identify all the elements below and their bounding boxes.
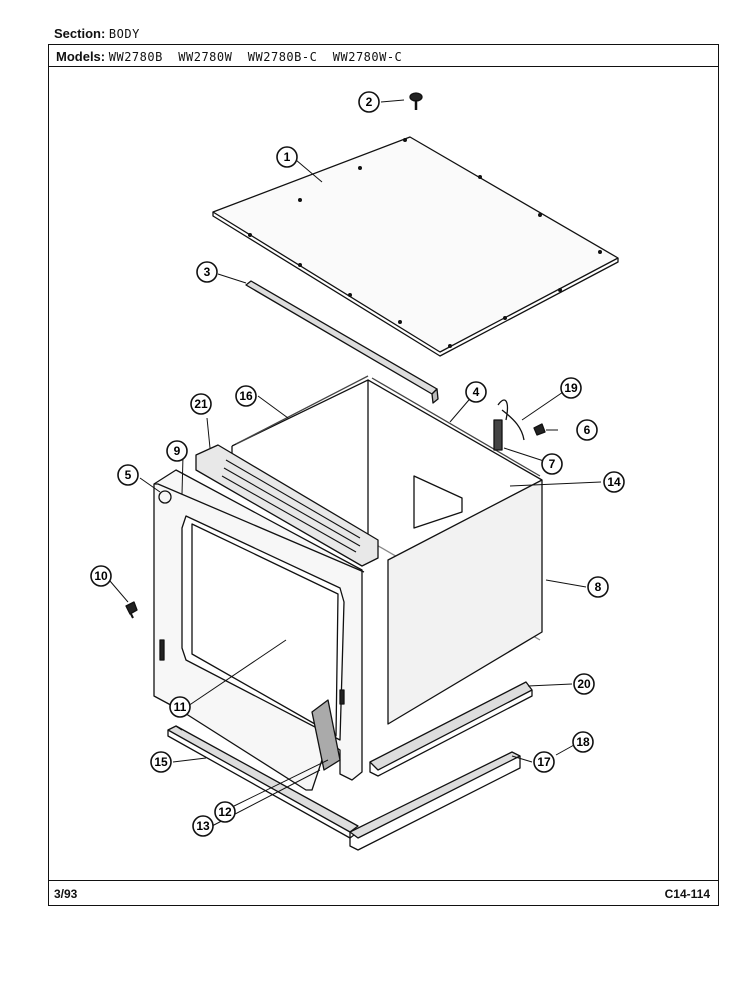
models-value: WW2780B WW2780W WW2780B-C WW2780W-C bbox=[108, 50, 403, 64]
part-3-strip bbox=[245, 280, 439, 404]
diagram-code: C14-114 bbox=[664, 887, 710, 901]
callout-11: 11 bbox=[169, 696, 191, 718]
part-7-terminal bbox=[493, 419, 503, 451]
svg-text:16: 16 bbox=[239, 389, 253, 403]
part-9-front-frame bbox=[153, 469, 365, 791]
callout-1: 1 bbox=[276, 146, 298, 168]
models-heading: Models: WW2780B WW2780W WW2780B-C WW2780… bbox=[56, 49, 402, 64]
callout-13: 13 bbox=[192, 815, 214, 837]
callout-9: 9 bbox=[166, 440, 188, 462]
callout-17: 17 bbox=[533, 751, 555, 773]
part-12-hinge bbox=[311, 699, 341, 771]
svg-text:15: 15 bbox=[154, 755, 168, 769]
models-divider bbox=[48, 66, 719, 67]
part-6-screw bbox=[533, 423, 546, 436]
models-label: Models: bbox=[56, 49, 106, 64]
part-19-wire bbox=[497, 399, 525, 441]
callout-18: 18 bbox=[572, 731, 594, 753]
svg-text:7: 7 bbox=[549, 457, 556, 471]
callout-4: 4 bbox=[465, 381, 487, 403]
callout-8: 8 bbox=[587, 576, 609, 598]
callout-20: 20 bbox=[573, 673, 595, 695]
svg-text:6: 6 bbox=[584, 423, 591, 437]
callout-12: 12 bbox=[214, 801, 236, 823]
svg-text:21: 21 bbox=[194, 397, 208, 411]
svg-text:13: 13 bbox=[196, 819, 210, 833]
callout-16: 16 bbox=[235, 385, 257, 407]
svg-text:2: 2 bbox=[366, 95, 373, 109]
callout-2: 2 bbox=[358, 91, 380, 113]
svg-text:5: 5 bbox=[125, 468, 132, 482]
callout-5: 5 bbox=[117, 464, 139, 486]
callout-15: 15 bbox=[150, 751, 172, 773]
cabinet-body bbox=[231, 375, 543, 725]
part-17-rail bbox=[349, 751, 521, 851]
callout-6: 6 bbox=[576, 419, 598, 441]
diagram-frame bbox=[48, 44, 719, 906]
part-21-vent-panel bbox=[195, 444, 379, 567]
svg-text:17: 17 bbox=[537, 755, 551, 769]
svg-text:18: 18 bbox=[576, 735, 590, 749]
footer-divider bbox=[48, 880, 719, 881]
svg-text:3: 3 bbox=[204, 265, 211, 279]
svg-text:10: 10 bbox=[94, 569, 108, 583]
part-1-top-panel bbox=[212, 136, 619, 357]
callout-19: 19 bbox=[560, 377, 582, 399]
section-value: BODY bbox=[108, 27, 140, 41]
svg-text:4: 4 bbox=[473, 385, 480, 399]
svg-text:11: 11 bbox=[174, 700, 187, 714]
revision-date: 3/93 bbox=[54, 887, 78, 901]
svg-text:14: 14 bbox=[607, 475, 621, 489]
svg-text:12: 12 bbox=[218, 805, 232, 819]
callouts: 1 2 3 4 5 6 7 8 9 10 11 12 13 14 15 16 1… bbox=[90, 91, 625, 837]
part-20-rail bbox=[369, 681, 533, 777]
callout-21: 21 bbox=[190, 393, 212, 415]
part-10-screw bbox=[125, 601, 138, 619]
callout-14: 14 bbox=[603, 471, 625, 493]
callout-10: 10 bbox=[90, 565, 112, 587]
svg-text:9: 9 bbox=[174, 444, 181, 458]
section-heading: Section: BODY bbox=[54, 26, 140, 41]
section-label: Section: bbox=[54, 26, 106, 41]
svg-text:1: 1 bbox=[284, 150, 291, 164]
callout-7: 7 bbox=[541, 453, 563, 475]
svg-text:20: 20 bbox=[577, 677, 591, 691]
svg-text:19: 19 bbox=[564, 381, 578, 395]
part-2-screw bbox=[409, 92, 423, 110]
svg-text:8: 8 bbox=[595, 580, 602, 594]
callout-3: 3 bbox=[196, 261, 218, 283]
